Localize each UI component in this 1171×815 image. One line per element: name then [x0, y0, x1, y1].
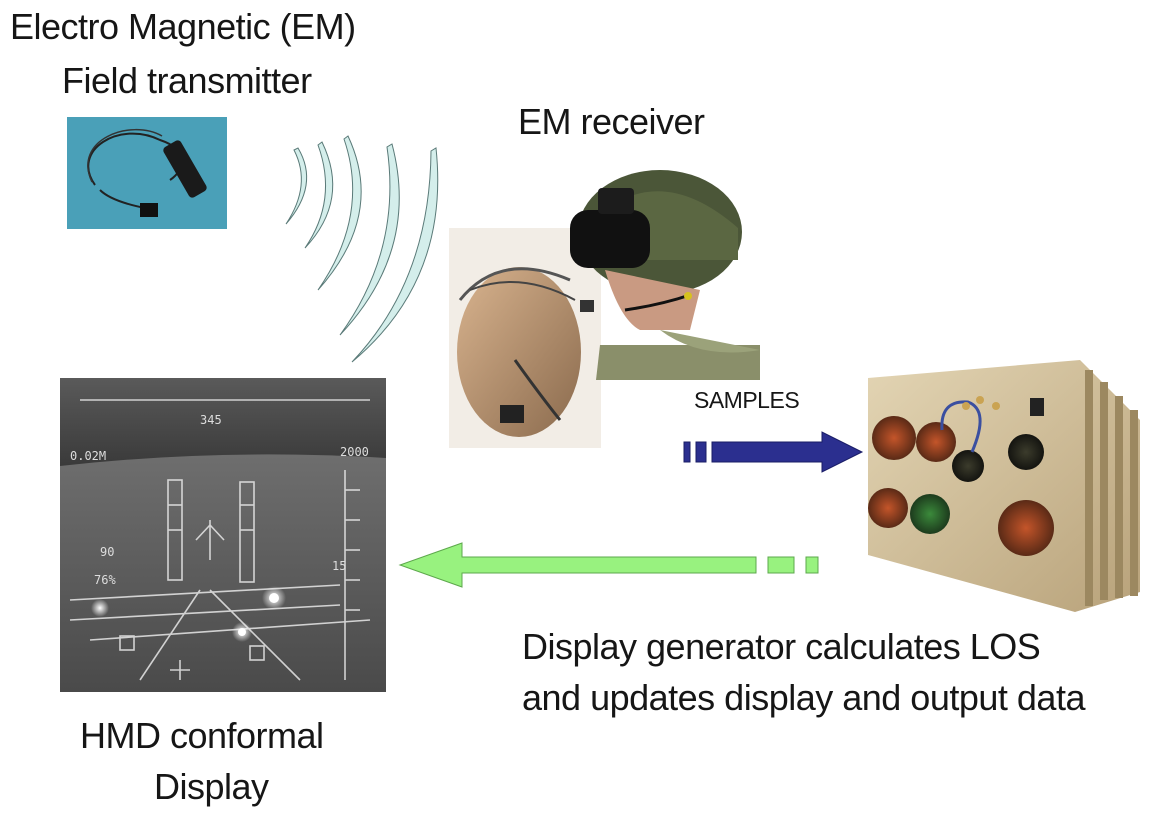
hud-heading: 345 — [200, 413, 222, 427]
hud-altitude: 2000 — [340, 445, 369, 459]
em-transmitter-photo — [67, 117, 227, 229]
hmd-display-image: 345 0.02M 2000 90 76% 15 — [60, 378, 386, 692]
pilot-helmet-photo — [570, 170, 760, 380]
hmd-caption-line2: Display — [154, 766, 269, 807]
tan-helmet-photo — [449, 228, 601, 448]
generator-caption-line2: and updates display and output data — [522, 677, 1085, 718]
samples-arrow — [683, 431, 864, 473]
transmitter-title-line1: Electro Magnetic (EM) — [10, 6, 356, 47]
display-generator-photo — [868, 360, 1140, 612]
em-wave-arcs — [285, 135, 439, 363]
return-arrow — [398, 542, 819, 588]
hud-airspeed: 90 — [100, 545, 114, 559]
generator-caption-line1: Display generator calculates LOS — [522, 626, 1041, 667]
hud-power: 76% — [94, 573, 116, 587]
hud-pitch: 15 — [332, 559, 346, 573]
receiver-title: EM receiver — [518, 101, 705, 142]
hmd-caption-line1: HMD conformal — [80, 715, 324, 756]
transmitter-title-line2: Field transmitter — [62, 60, 312, 101]
hud-range: 0.02M — [70, 449, 106, 463]
samples-label: SAMPLES — [694, 387, 800, 413]
